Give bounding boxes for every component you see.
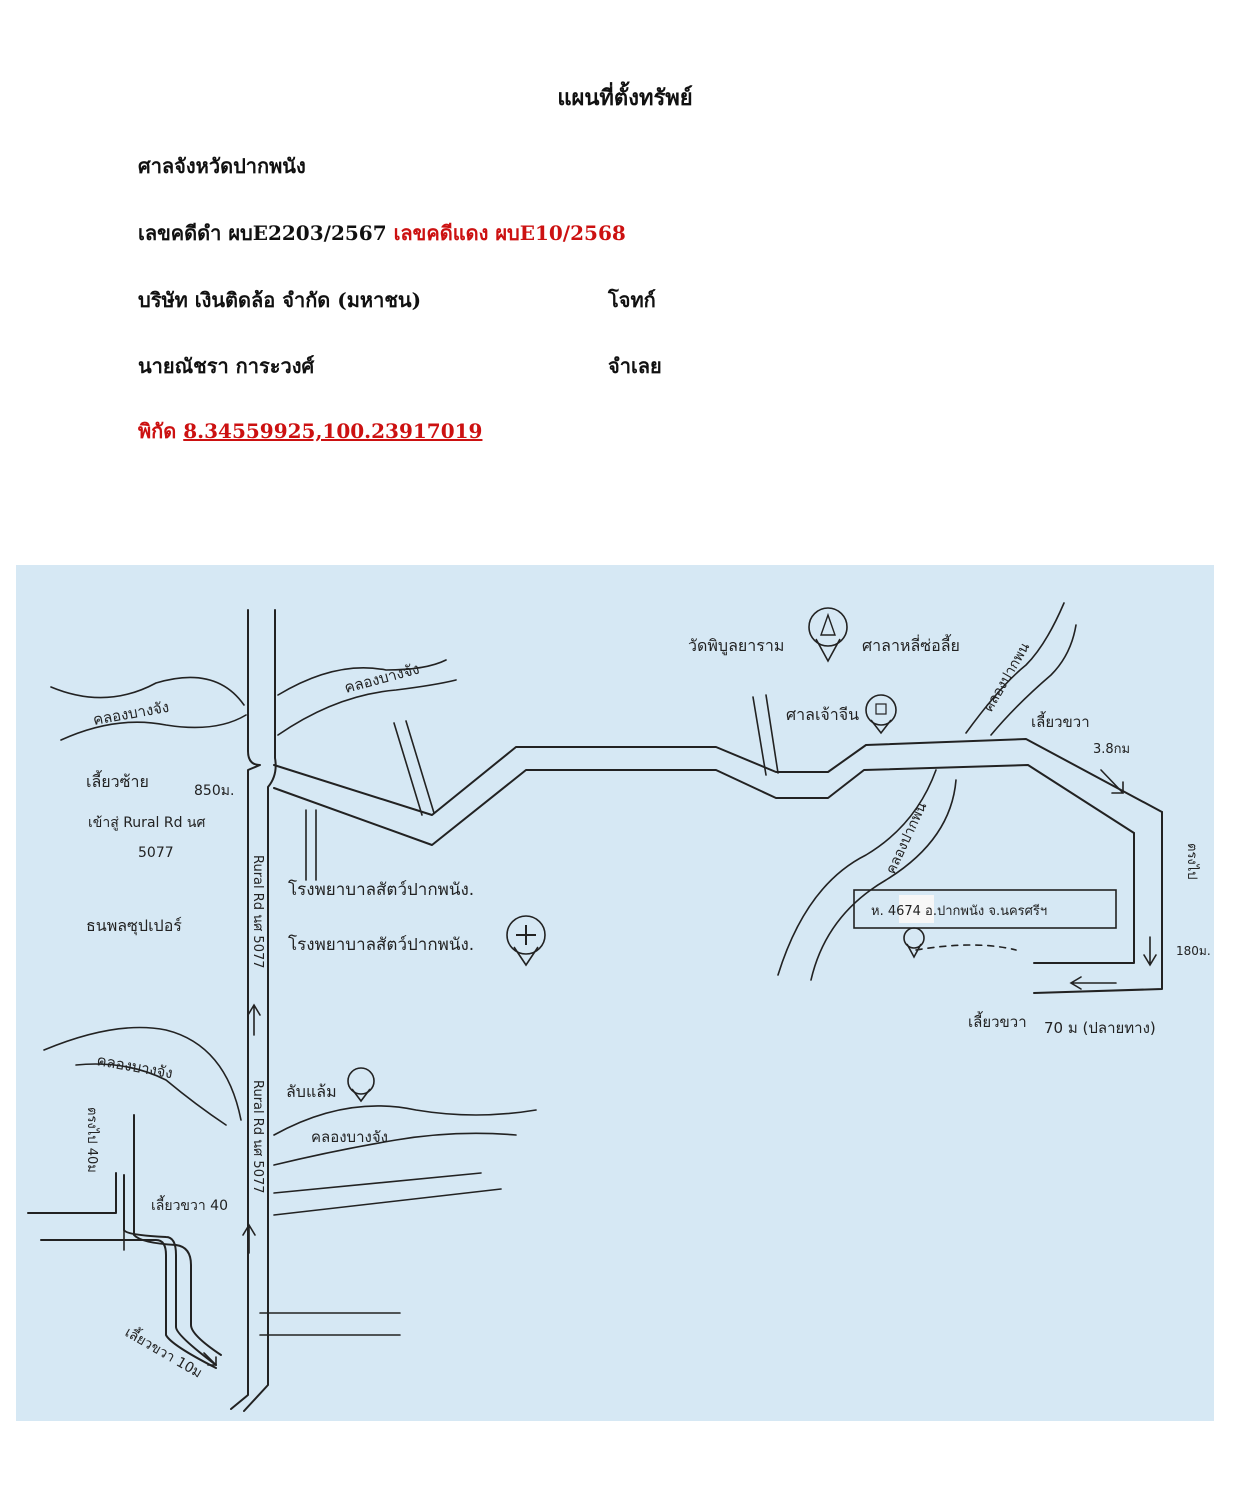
- canal-right-mid-b: [810, 779, 957, 981]
- label-hospital-1: โรงพยาบาลสัตว์ปากพนัง.: [288, 879, 474, 900]
- route-right-side: [1033, 811, 1163, 994]
- canal-right-mid-a: [777, 769, 937, 976]
- side-road-a: [393, 722, 423, 816]
- label-straight-40: ตรงไป 40ม: [84, 1107, 100, 1173]
- label-dist-850: 850ม.: [194, 783, 234, 799]
- plaintiff-role: โจทก์: [608, 288, 656, 312]
- coordinates-link[interactable]: 8.34559925,100.23917019: [183, 419, 483, 443]
- destination-path: [915, 944, 1017, 951]
- store-pin-icon: [347, 1067, 375, 1103]
- coordinates: พิกัด 8.34559925,100.23917019: [138, 415, 482, 447]
- canal-top-mid-b: [277, 679, 457, 736]
- label-straight-right: ตรงไป: [1184, 843, 1200, 880]
- lower-right-road-b: [273, 1188, 502, 1216]
- canal-top-left-a: [50, 676, 245, 706]
- lower-right-road-a: [273, 1172, 482, 1194]
- main-road-right-edge: [243, 609, 277, 1412]
- label-turn-left-70: เลี้ยวขวา: [968, 1011, 1027, 1031]
- map-drawing: คลองบางจัง คลองบางจัง เลี้ยวซ้าย 850ม. เ…: [27, 602, 1211, 1412]
- label-turn-left-850: เลี้ยวซ้าย: [86, 770, 149, 791]
- label-dist-70: 70 ม (ปลายทาง): [1044, 1019, 1156, 1037]
- arrow-right-top: [1100, 769, 1124, 794]
- plaintiff-name: บริษัท เงินติดล้อ จำกัด (มหาชน): [138, 288, 422, 312]
- label-canal-mid-left: คลองบางจัง: [95, 1051, 174, 1082]
- label-pavilion: ศาลาหลี่ซ่อลี้ย: [862, 634, 960, 655]
- label-temple: วัดพิบูลยาราม: [688, 636, 784, 656]
- side-road-temple-b: [765, 694, 779, 774]
- defendant-role: จำเลย: [608, 354, 662, 378]
- case-numbers: เลขคดีดำ ผบE2203/2567 เลขคดีแดง ผบE10/25…: [138, 217, 626, 249]
- lower-road-b: [40, 1239, 217, 1369]
- arrow-up-main: [247, 1003, 261, 1036]
- lower-road-a: [27, 1172, 217, 1366]
- canal-top-mid-a: [277, 659, 447, 696]
- arrow-left-bottom: [1069, 976, 1117, 990]
- label-supermarket: ธนพลซุปเปอร์: [86, 916, 182, 936]
- arrow-up-lower: [242, 1223, 256, 1254]
- shrine-pin-icon: [865, 694, 897, 735]
- court-name: ศาลจังหวัดปากพนัง: [138, 154, 306, 178]
- canal-mid-right-b: [273, 1132, 517, 1166]
- side-road-b: [405, 720, 435, 814]
- label-canal-right-top: คลองปากพน: [981, 640, 1034, 715]
- red-case-number: เลขคดีแดง ผบE10/2568: [393, 221, 626, 245]
- label-store: ลับแล้ม: [286, 1082, 337, 1101]
- route-top-lower: [273, 764, 1135, 846]
- canal-mid-left-a: [43, 1026, 242, 1121]
- label-shrine: ศาลเจ้าจีน: [786, 705, 859, 724]
- arrow-turn-lower: [203, 1352, 217, 1366]
- label-dist-38: 3.8กม: [1093, 742, 1130, 757]
- canal-right-top-b: [990, 624, 1077, 736]
- route-top-upper: [273, 738, 1163, 816]
- temple-pin-icon: [808, 607, 848, 663]
- label-hospital-2: โรงพยาบาลสัตว์ปากพนัง.: [288, 934, 474, 955]
- main-road-left-edge: [230, 609, 261, 1410]
- defendant-name: นายณัชรา การะวงศ์: [138, 354, 315, 378]
- page-title: แผนที่ตั้งทรัพย์: [557, 85, 693, 111]
- canal-right-top-a: [965, 602, 1065, 734]
- side-road-temple-a: [752, 696, 767, 776]
- label-turn-right-40: เลี้ยวขวา 40: [151, 1195, 228, 1214]
- label-rural-road-upper: Rural Rd นศ 5077: [250, 855, 265, 969]
- lower-road-c: [133, 1114, 222, 1356]
- destination-box: [853, 889, 1117, 929]
- label-rural-road-lower: Rural Rd นศ 5077: [250, 1080, 265, 1194]
- label-turn-right-38: เลี้ยวขวา: [1031, 711, 1090, 731]
- hand-drawn-map: คลองบางจัง คลองบางจัง เลี้ยวซ้าย 850ม. เ…: [16, 565, 1214, 1421]
- label-rural-num: 5077: [138, 845, 174, 861]
- label-address: ห. 4674 อ.ปากพนัง จ.นครศรีฯ: [871, 903, 1047, 919]
- canal-mid-left-b: [75, 1063, 227, 1126]
- redacted-address-block: [899, 895, 934, 923]
- black-case-number: เลขคดีดำ ผบE2203/2567: [138, 221, 387, 245]
- canal-top-left-b: [60, 714, 247, 741]
- route-right-inner: [1033, 832, 1135, 964]
- canal-mid-right-a: [273, 1105, 537, 1136]
- hospital-pin-icon: [506, 915, 546, 967]
- label-dist-180: 180ม.: [1176, 944, 1211, 958]
- coordinates-label: พิกัด: [138, 419, 177, 443]
- arrow-down-right: [1143, 936, 1157, 967]
- label-canal-mid-right: คลองบางจัง: [311, 1128, 388, 1146]
- label-enter-rural: เข้าสู่ Rural Rd นศ: [88, 815, 205, 831]
- destination-pin-icon: [903, 927, 925, 959]
